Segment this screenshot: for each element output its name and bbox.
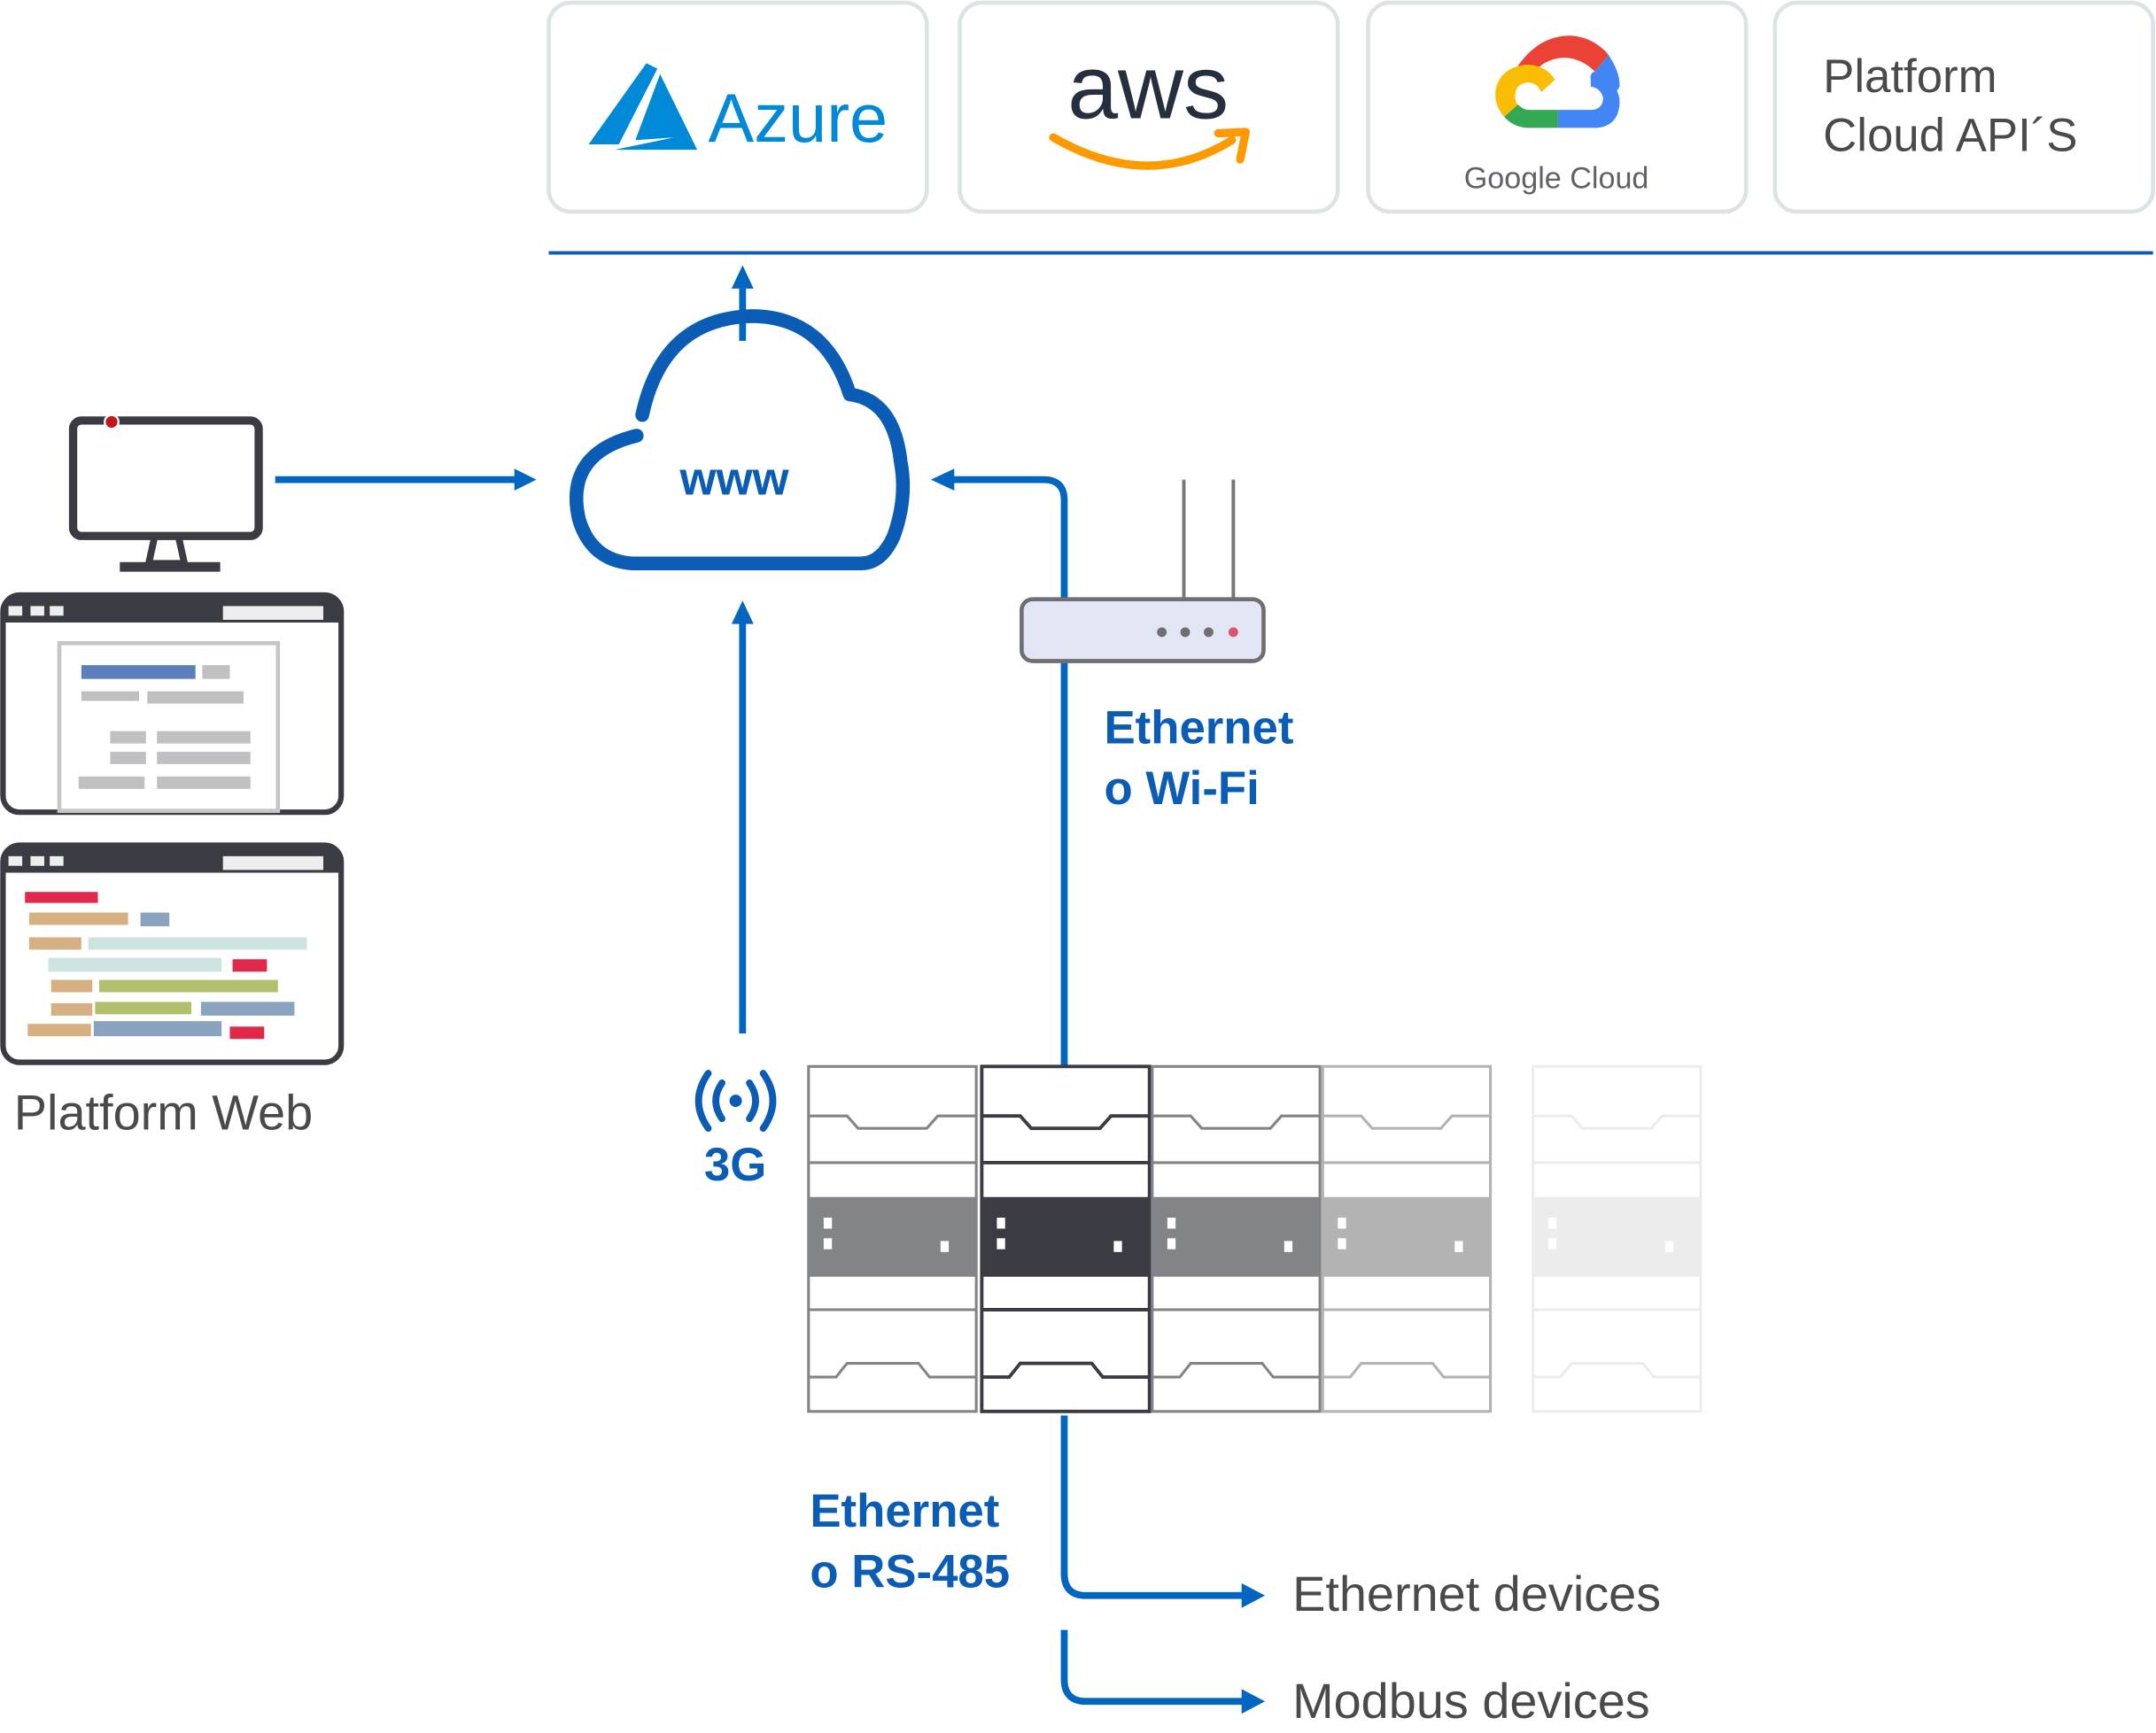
- platform-cloud-apis-line1: Platform: [1823, 50, 1997, 103]
- module-bottom-clip: [808, 1361, 977, 1379]
- module-top-clip: [1152, 1114, 1321, 1130]
- module-led: [823, 1218, 833, 1229]
- internet-label: www: [679, 453, 789, 506]
- din-rail-modules: [807, 1064, 1702, 1413]
- module-led: [940, 1241, 950, 1252]
- monitor-status-dot: [104, 414, 120, 430]
- module-top-clip: [981, 1114, 1150, 1131]
- arrow-to-modbus-devices: [1060, 1629, 1266, 1714]
- module-led: [1547, 1218, 1557, 1229]
- azure-label: Azure: [709, 81, 888, 157]
- router-link-label-line1: Ethernet: [1104, 702, 1293, 754]
- aws-smile-icon: [1049, 128, 1250, 170]
- module-face: [1152, 1196, 1321, 1277]
- arrow-to-ethernet-devices: [1060, 1415, 1266, 1608]
- module-face: [1322, 1196, 1491, 1277]
- google-cloud-label: Google Cloud: [1464, 162, 1649, 196]
- cellular-label: 3G: [704, 1139, 766, 1191]
- platform-web-label: Platform Web: [14, 1085, 313, 1141]
- module-bottom-clip: [981, 1361, 1150, 1379]
- din-module: [980, 1064, 1152, 1413]
- platform-web[interactable]: Platform Web: [0, 414, 345, 1141]
- module-top-clip: [1322, 1114, 1491, 1130]
- module-led: [1338, 1218, 1346, 1229]
- provider-card-google-cloud[interactable]: Google Cloud: [1366, 0, 1749, 214]
- din-module: [1321, 1064, 1493, 1413]
- google-cloud-logo-icon: [1495, 35, 1620, 128]
- arrow-platform-to-cloud: [275, 468, 537, 491]
- din-module: [807, 1064, 978, 1413]
- module-led: [997, 1218, 1005, 1229]
- module-led: [997, 1238, 1005, 1249]
- modbus-devices-label: Modbus devices: [1292, 1673, 1650, 1729]
- azure-logo-icon: [588, 63, 698, 151]
- module-led: [1284, 1241, 1293, 1252]
- provider-card-platform-cloud-apis[interactable]: Platform Cloud API´S: [1772, 0, 2155, 214]
- module-bottom-clip: [1532, 1361, 1702, 1379]
- provider-card-azure[interactable]: Azure: [547, 0, 929, 214]
- module-led: [1547, 1238, 1557, 1249]
- din-module: [1151, 1064, 1322, 1413]
- module-face: [1532, 1196, 1702, 1277]
- module-bottom-clip: [1152, 1361, 1321, 1379]
- aws-label: aws: [1067, 35, 1229, 137]
- provider-card-aws[interactable]: aws: [958, 0, 1340, 214]
- module-bottom-clip: [1322, 1361, 1491, 1379]
- ethernet-devices-label: Ethernet devices: [1292, 1566, 1661, 1621]
- desktop-monitor-icon: [68, 414, 263, 572]
- module-led: [823, 1238, 833, 1249]
- module-led: [1167, 1238, 1176, 1249]
- module-top-clip: [1532, 1114, 1702, 1130]
- module-face: [981, 1196, 1150, 1277]
- module-led: [1454, 1241, 1463, 1252]
- arrow-cloud-to-providers: [731, 265, 754, 341]
- internet-cloud-icon: www: [569, 309, 911, 571]
- module-led: [1664, 1241, 1673, 1252]
- module-led: [1113, 1241, 1122, 1252]
- router-link-label-line2: o Wi-Fi: [1104, 762, 1259, 815]
- module-led: [1338, 1238, 1346, 1249]
- din-module: [1532, 1064, 1702, 1413]
- field-link-label-line2: o RS-485: [810, 1545, 1010, 1598]
- browser-window-code-icon: [0, 842, 345, 1065]
- module-face: [808, 1196, 977, 1277]
- arrow-router-to-cloud: [930, 468, 1068, 1067]
- router-icon: [1020, 479, 1266, 663]
- browser-window-form-icon: [0, 592, 345, 816]
- signal-broadcast-icon: [694, 1070, 777, 1133]
- arrow-3g-to-cloud: [731, 600, 754, 1034]
- platform-cloud-apis-line2: Cloud API´S: [1823, 110, 2077, 162]
- field-link-label-line1: Ethernet: [810, 1485, 999, 1537]
- module-led: [1167, 1218, 1176, 1229]
- module-top-clip: [808, 1114, 977, 1130]
